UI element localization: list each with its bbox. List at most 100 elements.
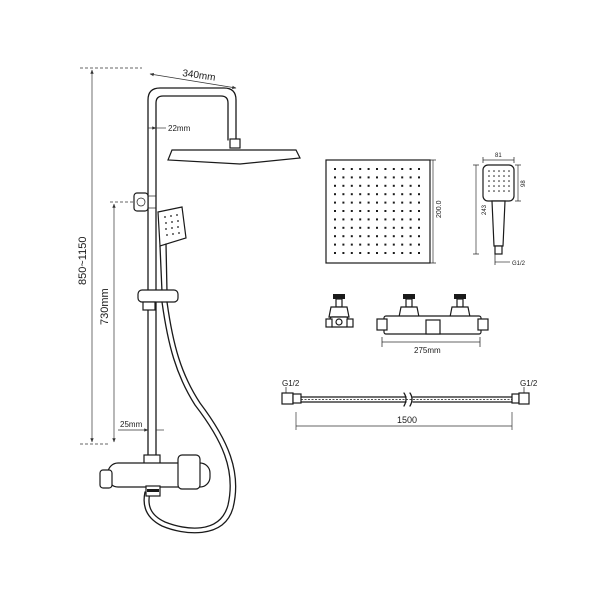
nozzle-dot [350,252,353,254]
nozzle-dot [342,252,345,254]
nozzle-dot [401,218,404,221]
dimension-label-hose-length: 1500 [397,415,417,425]
nozzle-dot [418,184,420,187]
nozzle-dot [384,201,387,204]
nozzle-dot [409,243,412,246]
dimension-bar-height: 730mm [99,201,134,443]
nozzle-dot [359,252,362,254]
nozzle-dot [367,176,370,179]
nozzle-dot [359,210,362,212]
nozzle-dot [376,193,378,196]
dimension-label-arm-diameter: 22mm [168,124,191,133]
shower-column-side-view [99,87,301,534]
dimension-arm-diameter: 22mm [148,124,191,133]
nozzle-dot [401,243,404,246]
nozzle-dot [392,184,395,187]
nozzle-dot [392,243,395,246]
nozzle-dot [334,184,336,187]
nozzle-dot [376,252,378,254]
nozzle-dot [409,218,412,221]
nozzle-dot [392,176,395,179]
nozzle-dot [350,226,353,229]
nozzle-dot [409,235,412,238]
nozzle-dot [367,210,370,212]
nozzle-dot [384,184,387,187]
nozzle-dot [418,168,420,170]
nozzle-dot [367,226,370,229]
nozzle-dot [401,176,404,179]
nozzle-dot [359,184,362,187]
nozzle-dot [367,218,370,221]
nozzle-dot [392,235,395,238]
nozzle-dot [401,201,404,204]
nozzle-dot [401,226,404,229]
nozzle-dot [409,210,412,212]
nozzle-dot [350,218,353,221]
nozzle-dot [342,226,345,229]
nozzle-dot [384,193,387,196]
nozzle-dot [334,235,336,238]
nozzle-dot [418,210,420,212]
nozzle-dot [376,201,378,204]
nozzle-dot [367,184,370,187]
nozzle-dot [359,226,362,229]
nozzle-dot [342,235,345,238]
nozzle-dot [384,243,387,246]
nozzle-dot [392,218,395,221]
nozzle-dot [367,168,370,170]
nozzle-dot [376,235,378,238]
nozzle-dot [376,218,378,221]
nozzle-dot [334,243,336,246]
dimension-pipe-diameter: 25mm [118,420,164,432]
nozzle-dot [401,193,404,196]
dimension-label-hand-thread: G1/2 [512,261,526,267]
nozzle-dot [367,252,370,254]
nozzle-dot [359,193,362,196]
nozzle-dot [376,243,378,246]
nozzle-dot [350,235,353,238]
nozzle-dot [334,168,336,170]
nozzle-dot [384,226,387,229]
nozzle-dot [359,201,362,204]
nozzle-dot [418,218,420,221]
nozzle-dot [384,218,387,221]
nozzle-dot [342,201,345,204]
nozzle-dot [392,210,395,212]
nozzle-dot [334,201,336,204]
nozzle-dot [342,184,345,187]
nozzle-dot [384,176,387,179]
nozzle-dot [350,201,353,204]
nozzle-dot [409,168,412,170]
dimension-label-hand-face: 98 [521,180,527,187]
nozzle-dot [418,201,420,204]
nozzle-dot [418,176,420,179]
nozzle-dot [409,176,412,179]
nozzle-dot [334,226,336,229]
nozzle-dot [350,210,353,212]
nozzle-dot [350,243,353,246]
nozzle-dot [376,184,378,187]
nozzle-dot [409,226,412,229]
nozzle-dot [376,168,378,170]
nozzle-dot [376,210,378,212]
nozzle-dot [350,184,353,187]
hand-shower-detail: 81 98 243 G1/2 [473,153,527,267]
nozzle-dot [350,168,353,170]
nozzle-dot [359,235,362,238]
valve-side-detail [325,294,354,328]
hose-thread-left-label: G1/2 [282,379,300,388]
nozzle-dot [401,168,404,170]
shower-hose-detail: G1/2 G1/2 1500 [281,379,538,430]
nozzle-dot [392,193,395,196]
dimension-label-valve-centres: 275mm [414,346,441,355]
rain-head-top-view: 200.0 [325,159,443,264]
nozzle-dot [418,226,420,229]
nozzle-dot [359,176,362,179]
nozzle-dot [342,168,345,170]
nozzle-dot [359,243,362,246]
nozzle-dot [418,235,420,238]
nozzle-dot [392,168,395,170]
nozzle-dot [401,210,404,212]
nozzle-dot [350,193,353,196]
